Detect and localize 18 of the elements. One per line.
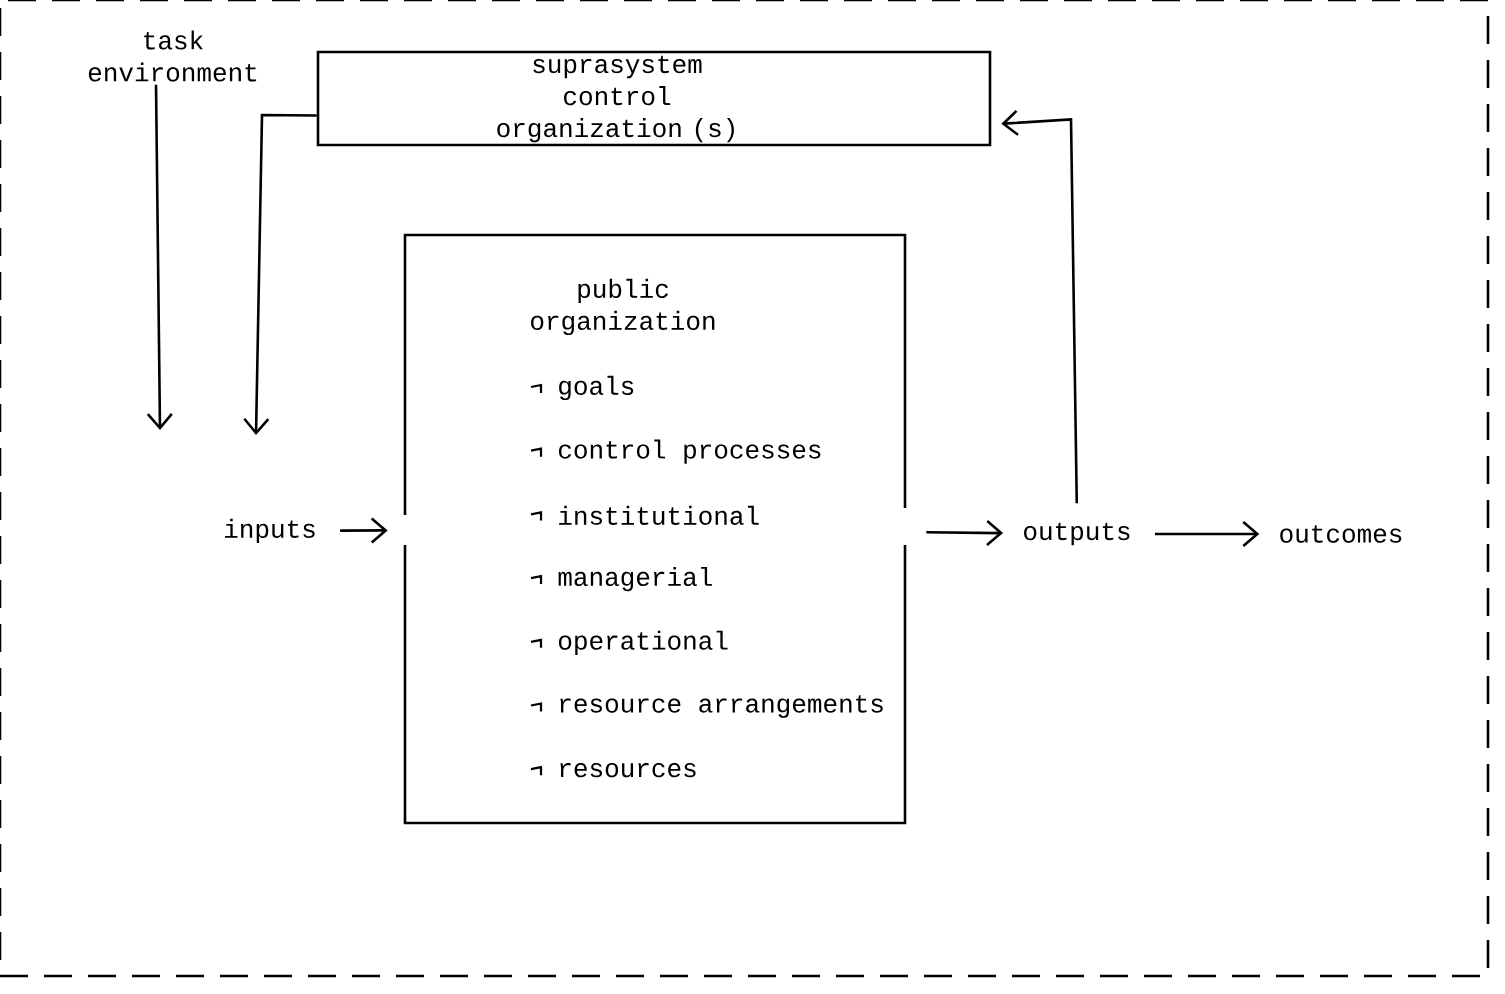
arrow xyxy=(243,113,317,435)
control-box: suprasystem control organization (s) xyxy=(316,50,992,147)
flow-label: outcomes xyxy=(1280,525,1402,543)
box-heading: public organization xyxy=(531,278,715,336)
list-item: resources xyxy=(560,763,696,778)
list-item: goals xyxy=(559,375,634,401)
list-item: operational xyxy=(558,630,728,655)
list-item: resource arrangements xyxy=(560,695,883,718)
list-item: institutional xyxy=(559,505,759,525)
arrow xyxy=(1001,109,1079,504)
flow-label: outputs xyxy=(1024,522,1130,546)
organization-box xyxy=(403,233,907,825)
arrow xyxy=(926,519,1004,546)
arrow xyxy=(1154,521,1260,547)
flow-label: inputs xyxy=(225,518,315,544)
arrow xyxy=(146,84,173,430)
list-item: managerial xyxy=(558,566,712,592)
list-item: control processes xyxy=(558,439,821,464)
